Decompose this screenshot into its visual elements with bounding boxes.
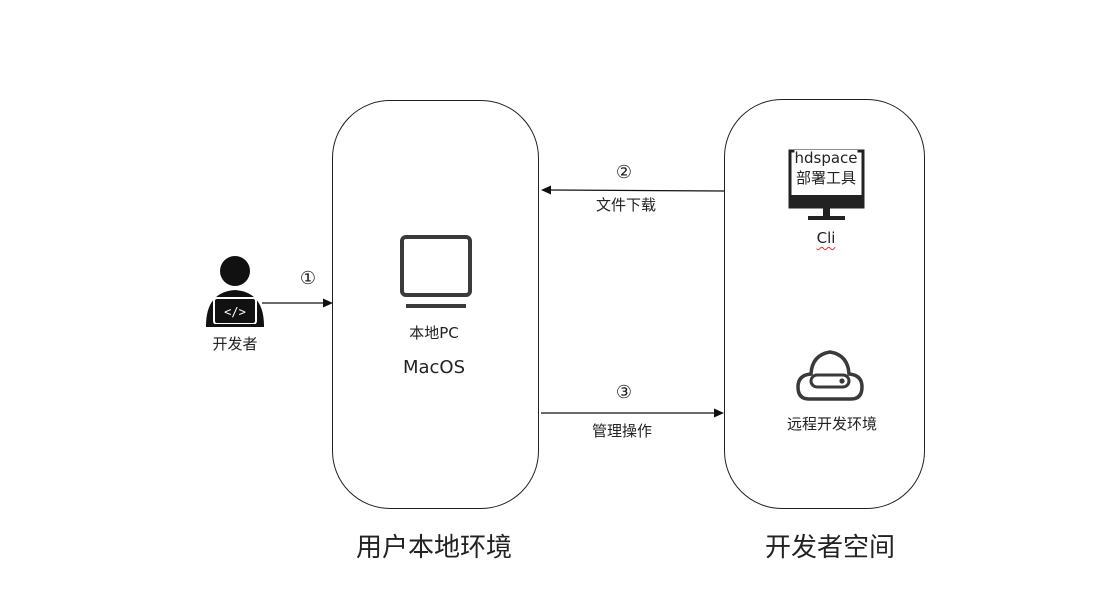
svg-text:</>: </> xyxy=(224,305,246,319)
laptop-icon xyxy=(400,235,472,308)
tool-screen-line2: 部署工具 xyxy=(795,169,857,187)
step-2-label: ② xyxy=(615,162,633,183)
local-environment-title: 用户本地环境 xyxy=(355,533,513,563)
cli-label-text: Cli xyxy=(816,229,836,247)
step-3-label: ③ xyxy=(615,382,633,403)
developer-label: 开发者 xyxy=(212,335,258,353)
os-label: MacOS xyxy=(402,357,466,378)
developer-space-title: 开发者空间 xyxy=(764,533,896,563)
developer-space-panel xyxy=(724,99,925,509)
tool-screen-line1: hdspace xyxy=(794,149,858,167)
cloud-icon xyxy=(796,350,864,401)
cloud-label: 远程开发环境 xyxy=(786,415,878,433)
developer-icon: </> xyxy=(206,256,264,327)
management-label: 管理操作 xyxy=(591,422,653,440)
pc-label: 本地PC xyxy=(409,324,459,342)
file-download-label: 文件下载 xyxy=(595,196,657,214)
cli-label: Cli xyxy=(817,229,836,247)
step-1-label: ① xyxy=(299,268,317,289)
